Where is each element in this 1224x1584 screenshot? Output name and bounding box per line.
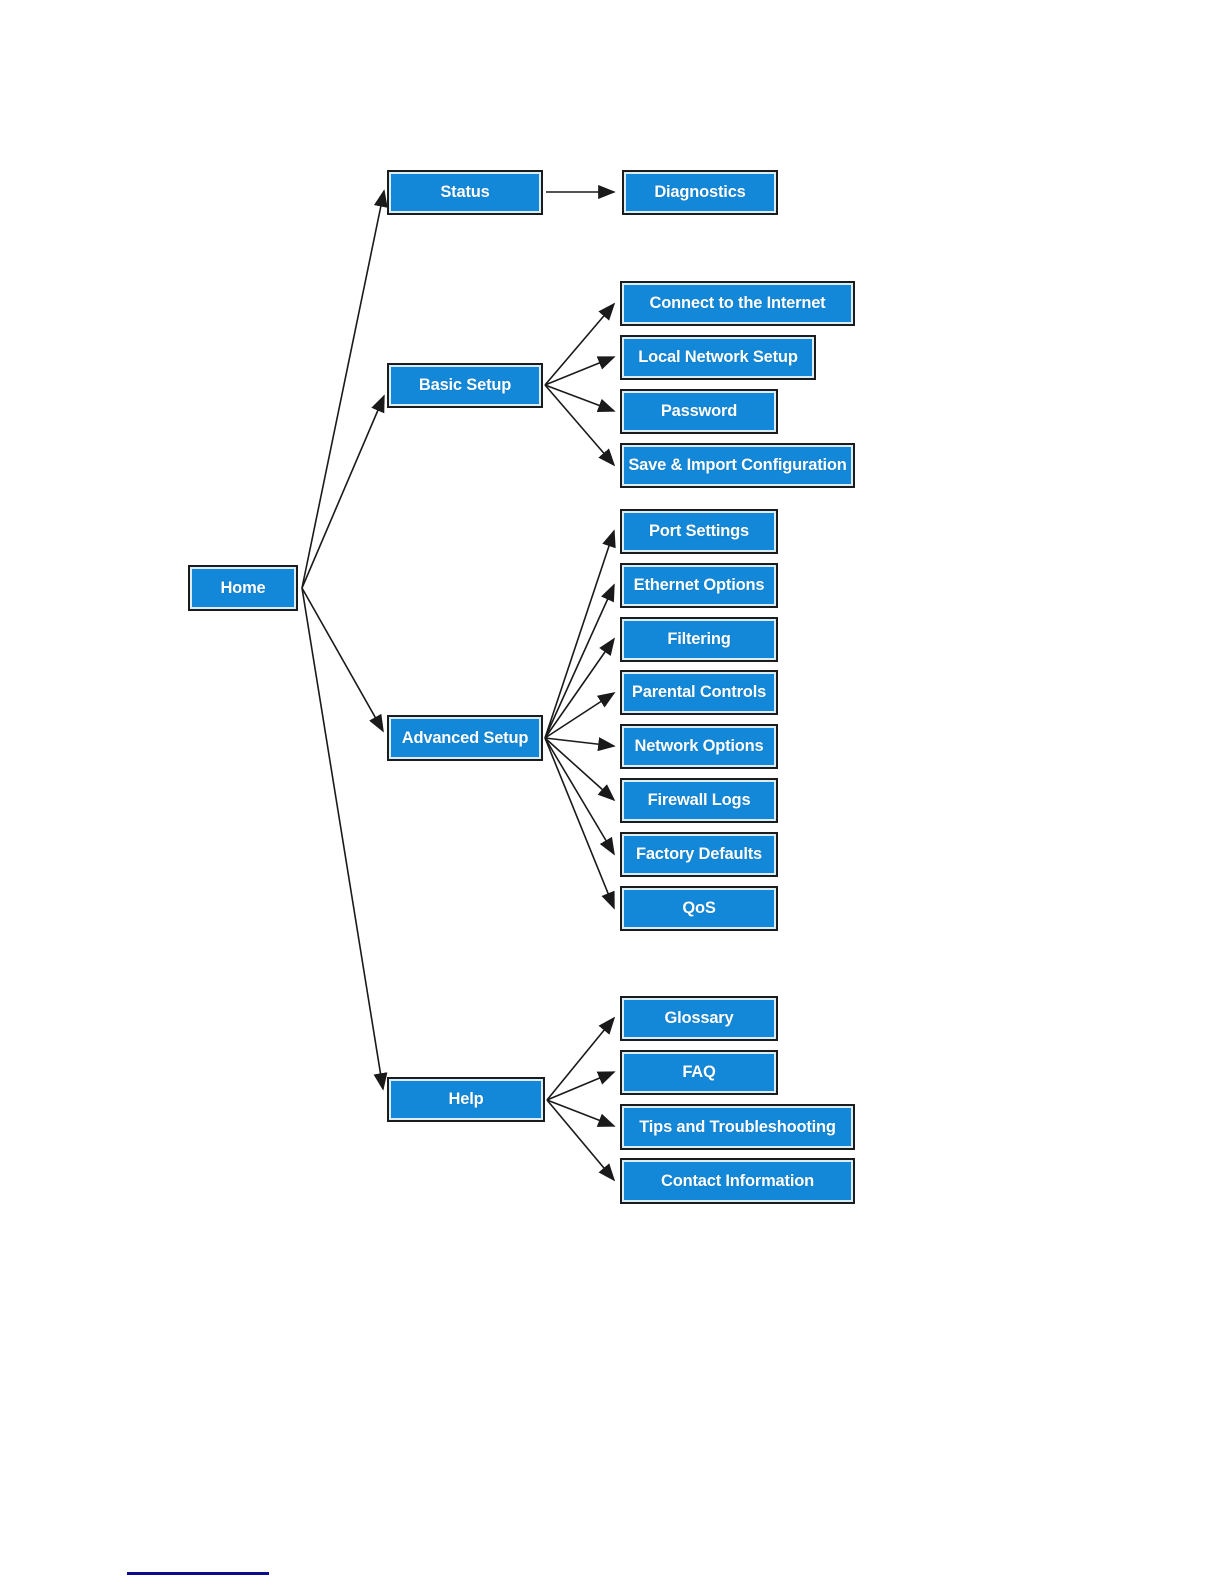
edge-basic-save-import — [544, 384, 616, 467]
node-status: Status — [387, 170, 543, 215]
edge-help-contact — [546, 1099, 616, 1182]
edge-advanced-factory-defaults — [544, 737, 615, 856]
edge-advanced-qos — [544, 737, 615, 910]
edge-home-basic-setup — [301, 394, 385, 589]
node-password: Password — [620, 389, 778, 434]
edge-home-help — [301, 587, 388, 1091]
node-advanced-setup: Advanced Setup — [387, 715, 543, 761]
footer-link[interactable] — [127, 1572, 269, 1575]
node-parental-controls: Parental Controls — [620, 670, 778, 715]
node-port-settings: Port Settings — [620, 509, 778, 554]
edge-advanced-firewall-logs — [544, 737, 616, 802]
node-faq: FAQ — [620, 1050, 778, 1095]
node-help: Help — [387, 1077, 545, 1122]
node-tips-and-troubleshooting: Tips and Troubleshooting — [620, 1104, 855, 1150]
node-ethernet-options: Ethernet Options — [620, 563, 778, 608]
node-local-network-setup: Local Network Setup — [620, 335, 816, 380]
node-network-options: Network Options — [620, 724, 778, 769]
edge-advanced-network-options — [544, 737, 616, 752]
edge-advanced-port-settings — [544, 529, 616, 739]
node-filtering: Filtering — [620, 617, 778, 662]
node-glossary: Glossary — [620, 996, 778, 1041]
edge-help-glossary — [546, 1016, 616, 1101]
edge-home-advanced-setup — [301, 587, 384, 733]
node-firewall-logs: Firewall Logs — [620, 778, 778, 823]
node-save-import-configuration: Save & Import Configuration — [620, 443, 855, 488]
edge-advanced-parental-controls — [544, 692, 616, 739]
edge-advanced-filtering — [544, 637, 616, 739]
node-basic-setup: Basic Setup — [387, 363, 543, 408]
edge-advanced-ethernet-options — [544, 583, 615, 739]
edge-home-status — [301, 189, 388, 589]
node-connect-to-internet: Connect to the Internet — [620, 281, 855, 326]
edge-basic-password — [544, 384, 616, 413]
edge-help-tips — [546, 1099, 616, 1127]
node-home: Home — [188, 565, 298, 611]
node-contact-information: Contact Information — [620, 1158, 855, 1204]
edge-basic-local-network — [544, 356, 616, 386]
node-qos: QoS — [620, 886, 778, 931]
node-factory-defaults: Factory Defaults — [620, 832, 778, 877]
edge-help-faq — [546, 1071, 616, 1101]
node-diagnostics: Diagnostics — [622, 170, 778, 215]
edge-basic-connect — [544, 302, 616, 386]
